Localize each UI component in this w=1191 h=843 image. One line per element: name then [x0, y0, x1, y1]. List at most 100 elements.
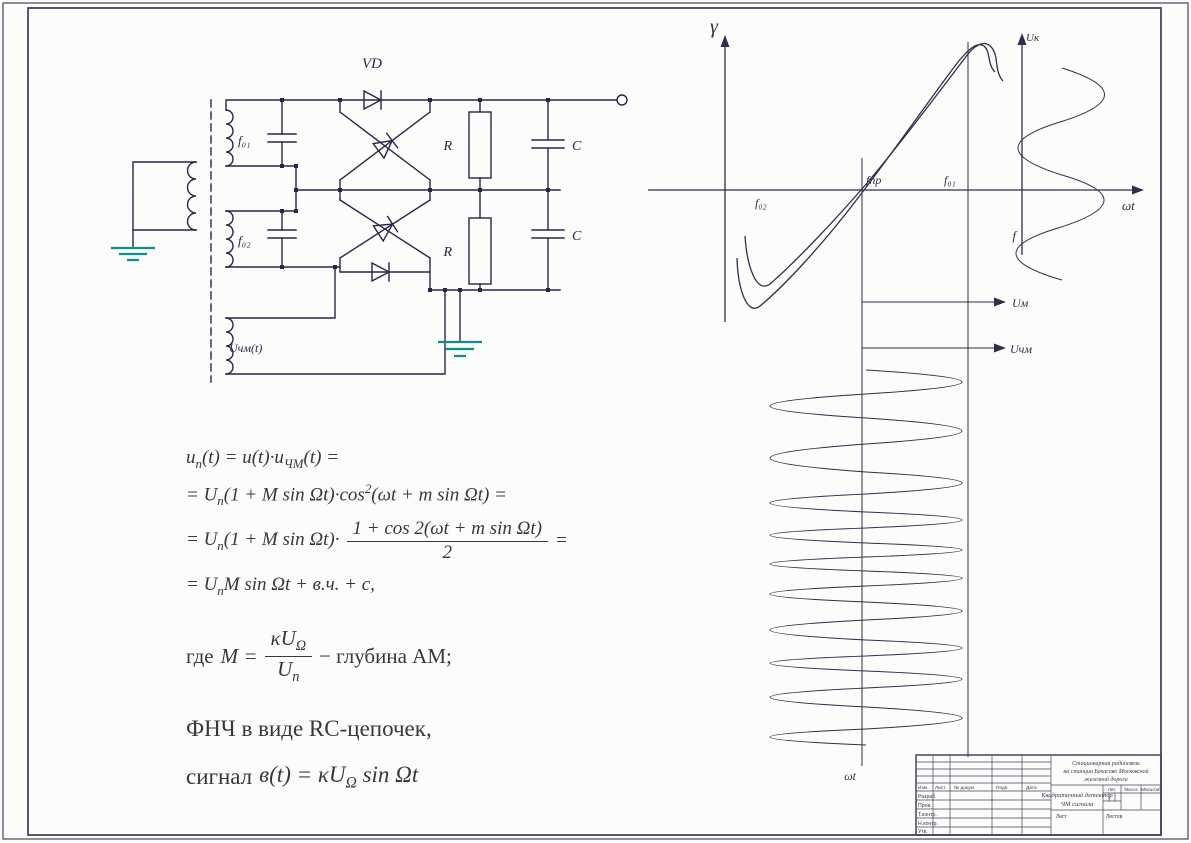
f02-tick-label: f₀₂: [755, 196, 767, 210]
lit-label: Лит.: [1108, 787, 1116, 792]
titleblock-col-data: Дата: [1026, 785, 1037, 791]
tank-capacitor-2: [267, 210, 297, 268]
formula-line-5: где M = κUΩ Un − глубина АМ;: [186, 626, 626, 686]
primary-winding: [186, 161, 197, 231]
formula-line-1: un(t) = u(t)·uЧМ(t) =: [186, 447, 626, 472]
uk-label: Uк: [1026, 32, 1040, 44]
wiring: [225, 99, 618, 375]
transformer: [186, 99, 234, 383]
f02-winding-label: f₀₂: [238, 233, 251, 248]
circuit-schematic: VD f₀₁ f₀₂ Uчм(t) R R C C: [111, 56, 628, 383]
ground-icon: [111, 246, 155, 262]
detector-output-wave: [1015, 67, 1105, 281]
bridge-cross-upper: [339, 99, 431, 201]
diode-bridge: [363, 89, 399, 283]
f01-tick-label: f₀₁: [944, 173, 956, 187]
tank-capacitor-1: [267, 99, 297, 167]
secondary-winding-uchm: [225, 317, 234, 375]
r1-label: R: [442, 139, 452, 154]
formula-3-suffix: =: [554, 530, 568, 552]
titleblock-row-utv: Утв.: [918, 829, 928, 835]
filter-capacitor-2: [531, 189, 565, 291]
titleblock-col-podp: Подп.: [996, 785, 1009, 791]
r2-label: R: [442, 245, 452, 260]
titleblock-col-dokum: № докум.: [954, 785, 975, 791]
sheet-label: Лист: [1056, 814, 1068, 820]
signal-word: сигнал: [186, 764, 253, 790]
formula-3-fraction: 1 + cos 2(ωt + m sin Ωt) 2: [346, 518, 548, 565]
mass-label: Масса: [1124, 787, 1138, 792]
formula-line-4: = UnM sin Ωt + в.ч. + с,: [186, 574, 626, 599]
formula-5-lhs: M =: [220, 643, 258, 668]
ground-icon-2: [438, 340, 482, 358]
gamma-axis-arrow-icon: [720, 35, 730, 47]
diode-icon-4: [371, 261, 391, 283]
derivation-text: un(t) = u(t)·uЧМ(t) = = Un(1 + M sin Ωt)…: [186, 438, 626, 802]
formula-5-fraction: κUΩ Un: [264, 626, 313, 686]
discriminator-curve-2: [744, 42, 1004, 287]
formula-line-7: сигнал в(t) = κUΩ sin Ωt: [186, 762, 626, 793]
diode-icon-1: [363, 89, 383, 111]
secondary-winding-f01: [225, 109, 234, 167]
junction-dots: [280, 98, 550, 292]
signal-math: в(t) = κUΩ sin Ωt: [259, 761, 419, 792]
doc-title-line-2: ЧМ сигнала: [1061, 801, 1094, 808]
titleblock-row-razrab: Разраб.: [918, 794, 937, 800]
c1-label: C: [572, 139, 582, 154]
diode-icon-2: [371, 132, 399, 160]
um-label: Uм: [1012, 296, 1029, 310]
title-block: Изм. Лист № докум. Подп. Дата Разраб. Пр…: [915, 754, 1162, 836]
omega-t-right-label: ωt: [1122, 198, 1135, 213]
project-name-line-1: Стационарная радиосвязь: [1072, 760, 1140, 767]
output-terminal: [616, 94, 628, 106]
c2-label: C: [572, 229, 582, 244]
formula-2: = Un(1 + M sin Ωt)·cos2(ωt + m sin Ωt) =: [186, 480, 507, 508]
sheets-label: Листов: [1106, 814, 1123, 820]
formula-5-denominator: Un: [277, 656, 300, 685]
f01-winding-label: f₀₁: [238, 133, 251, 148]
graphs: γ ωt f₀₂ fпр f₀₁ Uк f Uм Uчм ωt: [648, 16, 1144, 783]
vd-label: VD: [362, 56, 382, 72]
input-loop: [132, 161, 197, 248]
resistors: [468, 111, 492, 285]
fm-signal-wave: [769, 369, 963, 746]
titleblock-row-prov: Пров.: [918, 803, 932, 809]
titleblock-col-list: Лист: [935, 785, 946, 791]
formula-line-2: = Un(1 + M sin Ωt)·cos2(ωt + m sin Ωt) =: [186, 481, 626, 509]
um-arrow-icon: [994, 297, 1006, 307]
f-label: f: [1012, 228, 1018, 243]
titleblock-row-tkontr: Т.контр.: [918, 812, 937, 818]
fnch-text: ФНЧ в виде RC-цепочек,: [186, 715, 432, 741]
project-name-line-2: на станции Бекасово Московской: [1063, 768, 1148, 775]
frequency-axis-arrow-icon: [1132, 185, 1144, 195]
scale-label: Масштаб: [1141, 787, 1161, 792]
where-word: где: [186, 643, 214, 668]
resistor-1: [468, 111, 492, 179]
uchm-winding-label: Uчм(t): [229, 341, 262, 355]
omega-t-bottom-label: ωt: [844, 769, 856, 783]
secondary-winding-f02: [225, 210, 234, 268]
formula-3-denominator: 2: [442, 541, 452, 563]
fpr-tick-label: fпр: [866, 173, 881, 187]
bridge-cross-lower: [339, 199, 431, 291]
gamma-label: γ: [710, 16, 719, 38]
formula-1: un(t) = u(t)·uЧМ(t) =: [186, 447, 340, 471]
titleblock-col-izm: Изм.: [918, 785, 928, 791]
formula-5-numerator: κUΩ: [264, 626, 313, 657]
formula-3-prefix: = Un(1 + M sin Ωt)·: [186, 528, 340, 553]
uchm-arrow-icon: [994, 343, 1006, 353]
filter-capacitor-1: [531, 99, 565, 191]
formula-4: = UnM sin Ωt + в.ч. + с,: [186, 573, 375, 598]
project-name-line-3: железной дороги: [1084, 776, 1128, 783]
formula-line-3: = Un(1 + M sin Ωt)· 1 + cos 2(ωt + m sin…: [186, 518, 626, 565]
formula-3-numerator: 1 + cos 2(ωt + m sin Ωt): [346, 518, 548, 542]
doc-title-line-1: Квадратичный детектор: [1040, 792, 1113, 799]
uk-axis-arrow-icon: [1017, 33, 1027, 45]
resistor-2: [468, 217, 492, 285]
formula-5-rhs: − глубина АМ;: [319, 643, 452, 668]
diode-icon-3: [372, 215, 399, 243]
titleblock-row-nkontr: Н.контр.: [918, 821, 938, 827]
